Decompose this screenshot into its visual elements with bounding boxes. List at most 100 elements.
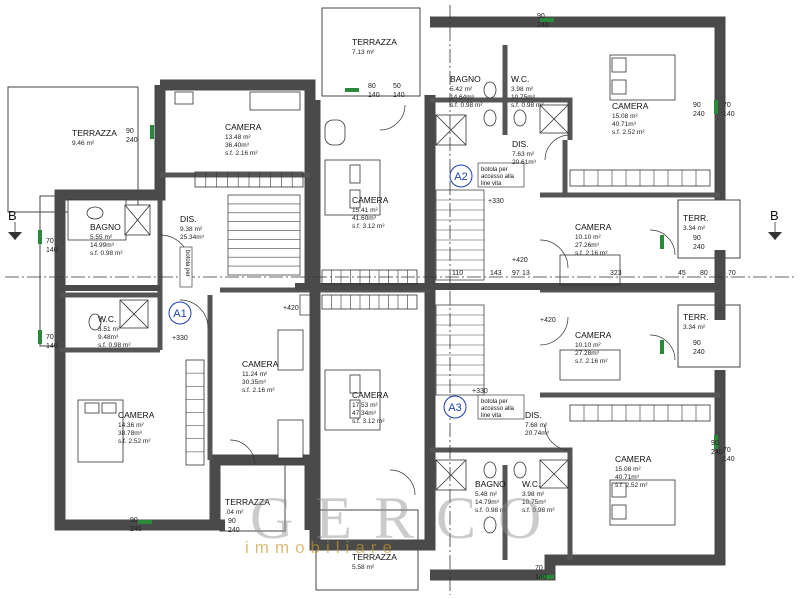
window-markers	[38, 18, 718, 579]
room-area: 5.42 m²	[450, 86, 473, 93]
room-area: 14.36 m²	[118, 422, 144, 429]
watermark-tagline: immobiliare	[245, 538, 398, 557]
room-name: W.C.	[511, 74, 529, 84]
room-detail: s.f. 3.12 m²	[352, 418, 385, 425]
room-detail: s.f. 3.12 m²	[352, 223, 385, 230]
svg-text:240: 240	[130, 526, 142, 533]
room-area: 15.41 m²	[352, 207, 378, 214]
room-name: BAGNO	[90, 222, 121, 232]
room-area: 13.48 m²	[225, 134, 251, 141]
level-mark-a3: +330	[472, 388, 488, 395]
room-detail: 14.79m³	[475, 499, 500, 506]
section-marker-right: B	[770, 208, 779, 223]
corridor-structure	[60, 283, 725, 291]
svg-text:140: 140	[723, 456, 735, 463]
level-mark-a1: +330	[172, 335, 188, 342]
botola-note-a2: botola per accesso alla line vita	[481, 167, 515, 187]
room-area: 17.53 m²	[352, 402, 378, 409]
room-name: BAGNO	[450, 74, 481, 84]
section-marker-left: B	[8, 208, 17, 223]
room-detail: s.f. 0.98 m²	[522, 507, 555, 514]
svg-text:240: 240	[228, 527, 240, 534]
room-name: TERRAZZA	[225, 497, 270, 507]
level-mark-small-a2: +420	[512, 257, 528, 264]
svg-text:70: 70	[46, 334, 54, 341]
room-name: CAMERA	[575, 330, 612, 340]
room-detail: s.f. 0.98 m²	[450, 102, 483, 109]
botola-note-a3: botola per accesso alla line vita	[481, 399, 515, 419]
room-name: BAGNO	[475, 479, 506, 489]
room-label-a2-terr: TERR. 3.34 m²	[683, 213, 709, 232]
dimension-row-value: 110	[452, 270, 463, 277]
room-detail: s.f. 0.98 m²	[90, 250, 123, 257]
svg-text:140: 140	[46, 247, 58, 254]
svg-text:accesso alla: accesso alla	[481, 174, 515, 180]
room-area: 9.46 m²	[72, 140, 95, 147]
unit-label-a3: A3	[448, 402, 461, 414]
dimension-row-value: 80	[700, 270, 708, 277]
dimension-row-value: 97	[512, 270, 520, 277]
room-detail: 14.99m³	[90, 242, 115, 249]
room-area: 3.98 m²	[511, 86, 534, 93]
bath-fixtures	[67, 81, 569, 534]
room-area: 3.34 m²	[683, 324, 706, 331]
room-area: 10.10 m²	[575, 342, 601, 349]
room-name: DIS.	[525, 410, 542, 420]
svg-text:240: 240	[711, 449, 723, 456]
stair-treads	[228, 199, 484, 386]
svg-text:botola per: botola per	[481, 399, 508, 405]
room-name: TERR.	[683, 213, 709, 223]
svg-text:140: 140	[393, 92, 405, 99]
svg-text:90: 90	[711, 440, 719, 447]
room-area: 3.34 m²	[683, 225, 706, 232]
room-detail: 14.64m³	[450, 94, 475, 101]
svg-text:80: 80	[368, 83, 376, 90]
room-detail: 20.74m³	[525, 430, 550, 437]
room-detail: s.f. 0.98 m²	[98, 342, 131, 349]
room-detail: 30.35m³	[242, 379, 267, 386]
level-mark-small-a3: +420	[540, 317, 556, 324]
exterior-walls	[54, 16, 726, 581]
room-detail: 20.61m³	[512, 159, 537, 166]
svg-text:90: 90	[126, 128, 134, 135]
room-detail: s.f. 2.16 m²	[575, 358, 608, 365]
room-name: W.C.	[522, 479, 540, 489]
room-label-a1-terrazza-bottom: TERRAZZA.04 m²	[225, 497, 270, 516]
room-detail: s.f. 2.16 m²	[225, 150, 258, 157]
room-detail: 47.34m³	[352, 410, 377, 417]
svg-text:240: 240	[693, 349, 705, 356]
svg-text:70: 70	[46, 238, 54, 245]
svg-text:240: 240	[537, 22, 549, 29]
beds	[77, 54, 676, 526]
svg-text:line vita: line vita	[481, 181, 502, 187]
room-name: TERRAZZA	[352, 37, 397, 47]
svg-text:70: 70	[723, 102, 731, 109]
room-area: 15.08 m²	[615, 466, 641, 473]
room-detail: s.f. 2.16 m²	[575, 250, 608, 257]
svg-text:140: 140	[535, 574, 547, 581]
staircases	[227, 189, 485, 396]
svg-text:90: 90	[228, 518, 236, 525]
